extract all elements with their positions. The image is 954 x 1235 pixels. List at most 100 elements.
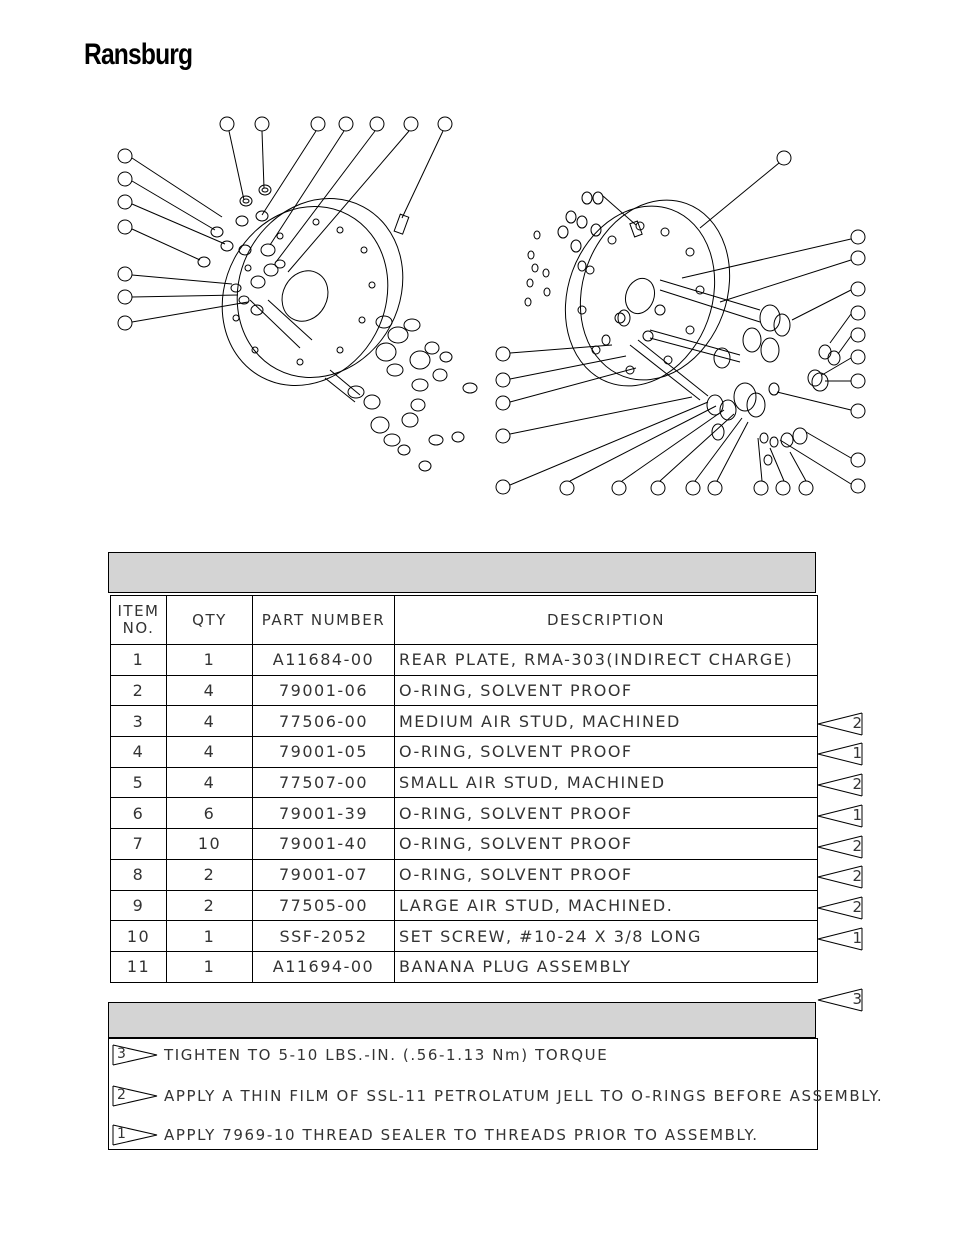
note-flag-icon: 2 — [816, 772, 866, 798]
cell-qty: 4 — [166, 736, 253, 768]
right-view-leaders — [509, 162, 852, 486]
note-flag-icon: 1 — [816, 926, 866, 952]
cell-description: BANANA PLUG ASSEMBLY — [394, 950, 818, 983]
brand-logo: Ransburg — [84, 38, 193, 71]
cell-qty: 6 — [166, 797, 253, 830]
note-flag-number: 2 — [852, 713, 862, 732]
cell-description: SET SCREW, #10-24 X 3/8 LONG — [394, 920, 818, 952]
cell-description: O-RING, SOLVENT PROOF — [394, 674, 818, 707]
note-flag-number: 3 — [852, 990, 862, 1008]
cell-item: 1 — [110, 644, 167, 676]
note-flag-icon: 1 — [816, 741, 866, 767]
cell-qty: 2 — [166, 889, 253, 922]
cell-description: LARGE AIR STUD, MACHINED. — [394, 889, 818, 922]
note-flag-number: 1 — [852, 928, 862, 947]
cell-part-number: 79001-06 — [252, 674, 395, 707]
note-flag-number: 2 — [852, 867, 862, 886]
cell-qty: 2 — [166, 858, 253, 891]
cell-item: 2 — [110, 674, 167, 707]
cell-description: O-RING, SOLVENT PROOF — [394, 797, 818, 830]
note-flag-icon: 3 — [111, 1044, 159, 1066]
note-flag-icon: 2 — [816, 834, 866, 860]
note-flag-number: 3 — [117, 1046, 128, 1062]
note-flag-number: 1 — [852, 744, 862, 763]
note-flag-number: 2 — [117, 1087, 128, 1103]
note-flag-icon: 2 — [816, 895, 866, 921]
cell-item: 9 — [110, 889, 167, 922]
right-view-balloons — [495, 150, 866, 496]
cell-description: O-RING, SOLVENT PROOF — [394, 828, 818, 860]
cell-qty: 10 — [166, 828, 253, 860]
note-flag-icon: 2 — [816, 864, 866, 890]
left-view-balloons — [117, 116, 453, 331]
cell-part-number: 77507-00 — [252, 766, 395, 799]
column-header-description: DESCRIPTION — [394, 595, 818, 645]
cell-qty: 1 — [166, 950, 253, 983]
left-rear-plate — [221, 198, 410, 386]
notes-title-bar — [108, 1002, 816, 1038]
exploded-assembly-drawing — [117, 116, 866, 496]
cell-item: 7 — [110, 828, 167, 860]
cell-item: 10 — [110, 920, 167, 952]
note-flag-number: 1 — [852, 805, 862, 824]
cell-part-number: 79001-39 — [252, 797, 395, 830]
note-text: APPLY A THIN FILM OF SSL-11 PETROLATUM J… — [164, 1087, 884, 1105]
cell-qty: 4 — [166, 766, 253, 799]
cell-description: SMALL AIR STUD, MACHINED — [394, 766, 818, 799]
cell-description: O-RING, SOLVENT PROOF — [394, 736, 818, 768]
notes-box: 3 TIGHTEN TO 5-10 LBS.-IN. (.56-1.13 Nm) … — [108, 1038, 882, 1150]
cell-qty: 4 — [166, 705, 253, 738]
right-rear-plate — [564, 199, 731, 387]
note-flag-icon: 1 — [816, 803, 866, 829]
cell-item: 8 — [110, 858, 167, 891]
note-flag-icon: 3 — [816, 987, 866, 1013]
cell-part-number: 77506-00 — [252, 705, 395, 738]
parts-list-title-bar — [108, 552, 816, 593]
cell-part-number: A11684-00 — [252, 644, 395, 676]
cell-part-number: A11694-00 — [252, 950, 395, 983]
cell-part-number: 79001-05 — [252, 736, 395, 768]
note-text: APPLY 7969-10 THREAD SEALER TO THREADS P… — [164, 1126, 759, 1144]
note-flag-icon: 2 — [816, 711, 866, 737]
left-view-leaders — [131, 130, 444, 323]
note-flag-icon: 1 — [111, 1124, 159, 1146]
cell-description: O-RING, SOLVENT PROOF — [394, 858, 818, 891]
cell-part-number: SSF-2052 — [252, 920, 395, 952]
cell-item: 5 — [110, 766, 167, 799]
cell-qty: 1 — [166, 920, 253, 952]
cell-part-number: 79001-40 — [252, 828, 395, 860]
note-text: TIGHTEN TO 5-10 LBS.-IN. (.56-1.13 Nm) T… — [164, 1046, 609, 1064]
cell-item: 6 — [110, 797, 167, 830]
cell-item: 11 — [110, 950, 167, 983]
cell-qty: 1 — [166, 644, 253, 676]
cell-part-number: 79001-07 — [252, 858, 395, 891]
cell-description: REAR PLATE, RMA-303(INDIRECT CHARGE) — [394, 644, 818, 676]
cell-item: 4 — [110, 736, 167, 768]
column-header-qty: QTY — [166, 595, 253, 645]
note-flag-number: 2 — [852, 836, 862, 855]
cell-item: 3 — [110, 705, 167, 738]
left-components — [197, 184, 478, 472]
column-header-part-number: PART NUMBER — [252, 595, 395, 645]
cell-part-number: 77505-00 — [252, 889, 395, 922]
note-flag-number: 1 — [117, 1126, 128, 1142]
cell-qty: 4 — [166, 674, 253, 707]
note-flag-number: 2 — [852, 897, 862, 916]
note-flag-icon: 2 — [111, 1085, 159, 1107]
note-flag-number: 2 — [852, 775, 862, 794]
right-components — [524, 191, 841, 466]
